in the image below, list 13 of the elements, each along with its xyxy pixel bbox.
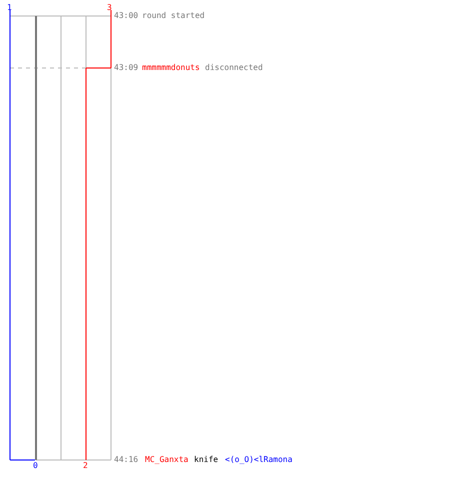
event-text: disconnected — [205, 63, 263, 73]
lane-number: 0 — [33, 461, 38, 471]
timestamp: 43:09 — [114, 63, 138, 73]
player-name: <(o_O)<lRamona — [225, 455, 292, 465]
lane-number: 1 — [7, 3, 12, 13]
player-name: mmmmmmdonuts — [142, 63, 200, 73]
weapon-name: knife — [194, 455, 218, 465]
event-text: round started — [142, 11, 205, 21]
timestamp: 44:16 — [114, 455, 138, 465]
lane-number: 2 — [83, 461, 88, 471]
lane-number: 3 — [107, 3, 112, 13]
timestamp: 43:00 — [114, 11, 138, 21]
player-name: MC_Ganxta — [145, 455, 188, 465]
